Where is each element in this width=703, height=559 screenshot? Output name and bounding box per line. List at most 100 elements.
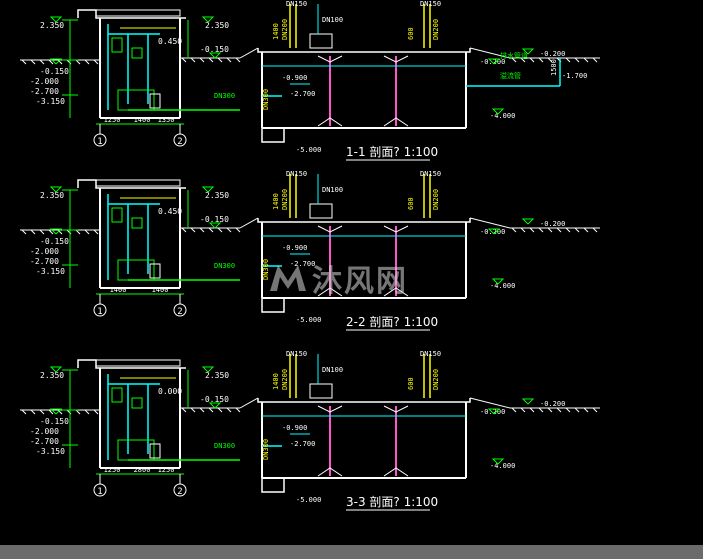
elevation-marker [208,222,222,229]
elev-label-far-low: -1.700 [562,72,587,80]
berm [469,217,511,229]
ground-hatch [565,57,571,63]
vertical-dim: DN300 [262,439,270,460]
sump-pit [261,298,285,313]
dim-value: 1400 [110,286,127,294]
vertical-dim: 600 [407,377,415,390]
ground-hatch [529,407,535,413]
elevation-marker [487,228,501,235]
dim-value: 1400 [152,286,169,294]
elevation-marker [208,402,222,409]
axis-bubble [93,483,107,497]
elev-label: -2.700 [290,440,315,448]
column-cap [317,225,343,233]
elev-label-top-right: 2.350 [205,371,229,380]
vertical-dim: 1400 [272,373,280,390]
pipe-size-label: DN300 [214,92,235,100]
annotation-drain: 排水管道 [500,51,528,60]
vertical-dim: 1500 [550,59,558,76]
pipe-label: DN150 [286,170,307,178]
ground-hatch [511,57,517,63]
ground-hatch [235,227,241,233]
ground-hatch [538,407,544,413]
ground-hatch [592,407,598,413]
ground-hatch [181,227,187,233]
elev-label: -5.000 [296,146,321,154]
ground-hatch [39,409,45,415]
ground-hatch [190,57,196,63]
elevation-marker [201,186,215,193]
ground-hatch [93,59,99,65]
axis-label: 1 [97,307,102,317]
elev-label-low: -2.700 [30,257,59,266]
access-hatch [309,203,333,219]
berm [239,217,259,229]
axis-label: 1 [97,487,102,497]
pipe-label: DN100 [322,366,343,374]
ground-hatch [574,57,580,63]
pipe-label: DN100 [322,186,343,194]
ground-hatch [93,409,99,415]
column-cap [383,225,409,233]
column-base [383,287,409,297]
ground-hatch [538,57,544,63]
pipe-label: DN100 [322,16,343,24]
ground-hatch [181,57,187,63]
tank-roof [257,48,471,53]
ground-hatch [208,57,214,63]
roof-parapet [95,359,181,367]
cad-drawing-canvas[interactable]: 2.350 2.350 -0.150 -2.000 -2.700 -3.150 -0.150… [0,0,703,545]
status-bar [0,545,703,559]
ground-hatch [21,409,27,415]
elevation-marker [521,48,535,55]
elevation-marker [201,16,215,23]
vertical-dim: DN200 [281,189,289,210]
vertical-dim: 600 [407,27,415,40]
elev-label: -5.000 [296,316,321,324]
vertical-dim: DN200 [432,369,440,390]
ground-hatch [75,229,81,235]
elev-label: -4.000 [490,112,515,120]
roof-parapet [95,9,181,17]
elev-label-top: 2.350 [40,191,64,200]
vertical-dim: 1400 [272,193,280,210]
elevation-marker [49,228,63,235]
ground-hatch [547,407,553,413]
ground-hatch [75,59,81,65]
elev-label-ground: -0.150 [40,67,69,76]
elev-label-mid: -2.000 [30,427,59,436]
elev-label-inner: 0.450 [158,207,182,216]
elev-label-ground-right: -0.150 [200,45,229,54]
ground-hatch [190,227,196,233]
elevation-marker [49,16,63,23]
vertical-dim: DN200 [432,189,440,210]
ground-hatch [199,407,205,413]
elev-label-far: -0.200 [540,220,565,228]
ground-hatch [520,57,526,63]
valve-box [131,217,143,229]
elevation-marker [487,58,501,65]
ground-hatch [217,227,223,233]
section-title: 3-3 剖面? 1:100 [346,495,438,509]
elevation-marker [208,52,222,59]
elev-label: -2.700 [290,260,315,268]
elev-label-bottom: -3.150 [36,97,65,106]
elev-label: -0.900 [282,244,307,252]
dim-value: 1400 [134,116,151,124]
axis-bubble [173,133,187,147]
ground-hatch [556,407,562,413]
elevation-marker [491,108,505,115]
axis-label: 1 [97,137,102,147]
elevation-marker [49,366,63,373]
column-base [383,117,409,127]
elev-label-inner: 0.450 [158,37,182,46]
ground-hatch [511,407,517,413]
ground-hatch [30,229,36,235]
ground-hatch [529,57,535,63]
ground-hatch [235,407,241,413]
tank-roof [257,398,471,403]
axis-bubble [93,303,107,317]
pipe-size-label: DN300 [214,442,235,450]
elev-label-top-right: 2.350 [205,191,229,200]
